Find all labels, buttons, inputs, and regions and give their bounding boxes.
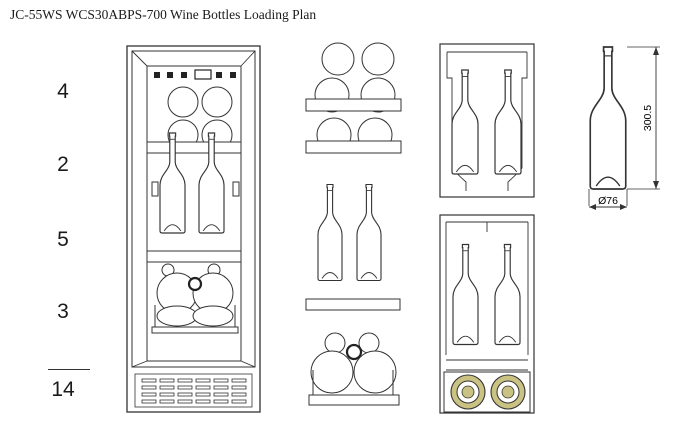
total-rule (48, 369, 90, 370)
vent-grille (134, 373, 253, 408)
total-count: 14 (51, 378, 75, 401)
shelf-detail-upper (305, 117, 402, 154)
diameter-dimension-label: Ø76 (598, 195, 618, 207)
section-view-lower (439, 214, 535, 414)
control-panel (154, 69, 236, 80)
diagram-title: JC-55WS WCS30ABPS-700 Wine Bottles Loadi… (10, 7, 317, 22)
shelf-count-bottom: 3 (57, 300, 69, 323)
shelf-count-middle: 5 (57, 228, 69, 251)
shelf-count-top: 4 (57, 80, 69, 103)
wine-cabinet-front (126, 45, 261, 413)
section-view-upper (439, 43, 535, 198)
shelf-detail-bottom (308, 332, 400, 406)
shelf-count-upper: 2 (57, 153, 69, 176)
shelf-detail-top (305, 42, 402, 113)
bottle-dimension-drawing: 300.5 Ø76 (588, 46, 660, 210)
height-dimension-label: 300.5 (642, 105, 654, 131)
shelf-detail-middle (305, 183, 401, 311)
